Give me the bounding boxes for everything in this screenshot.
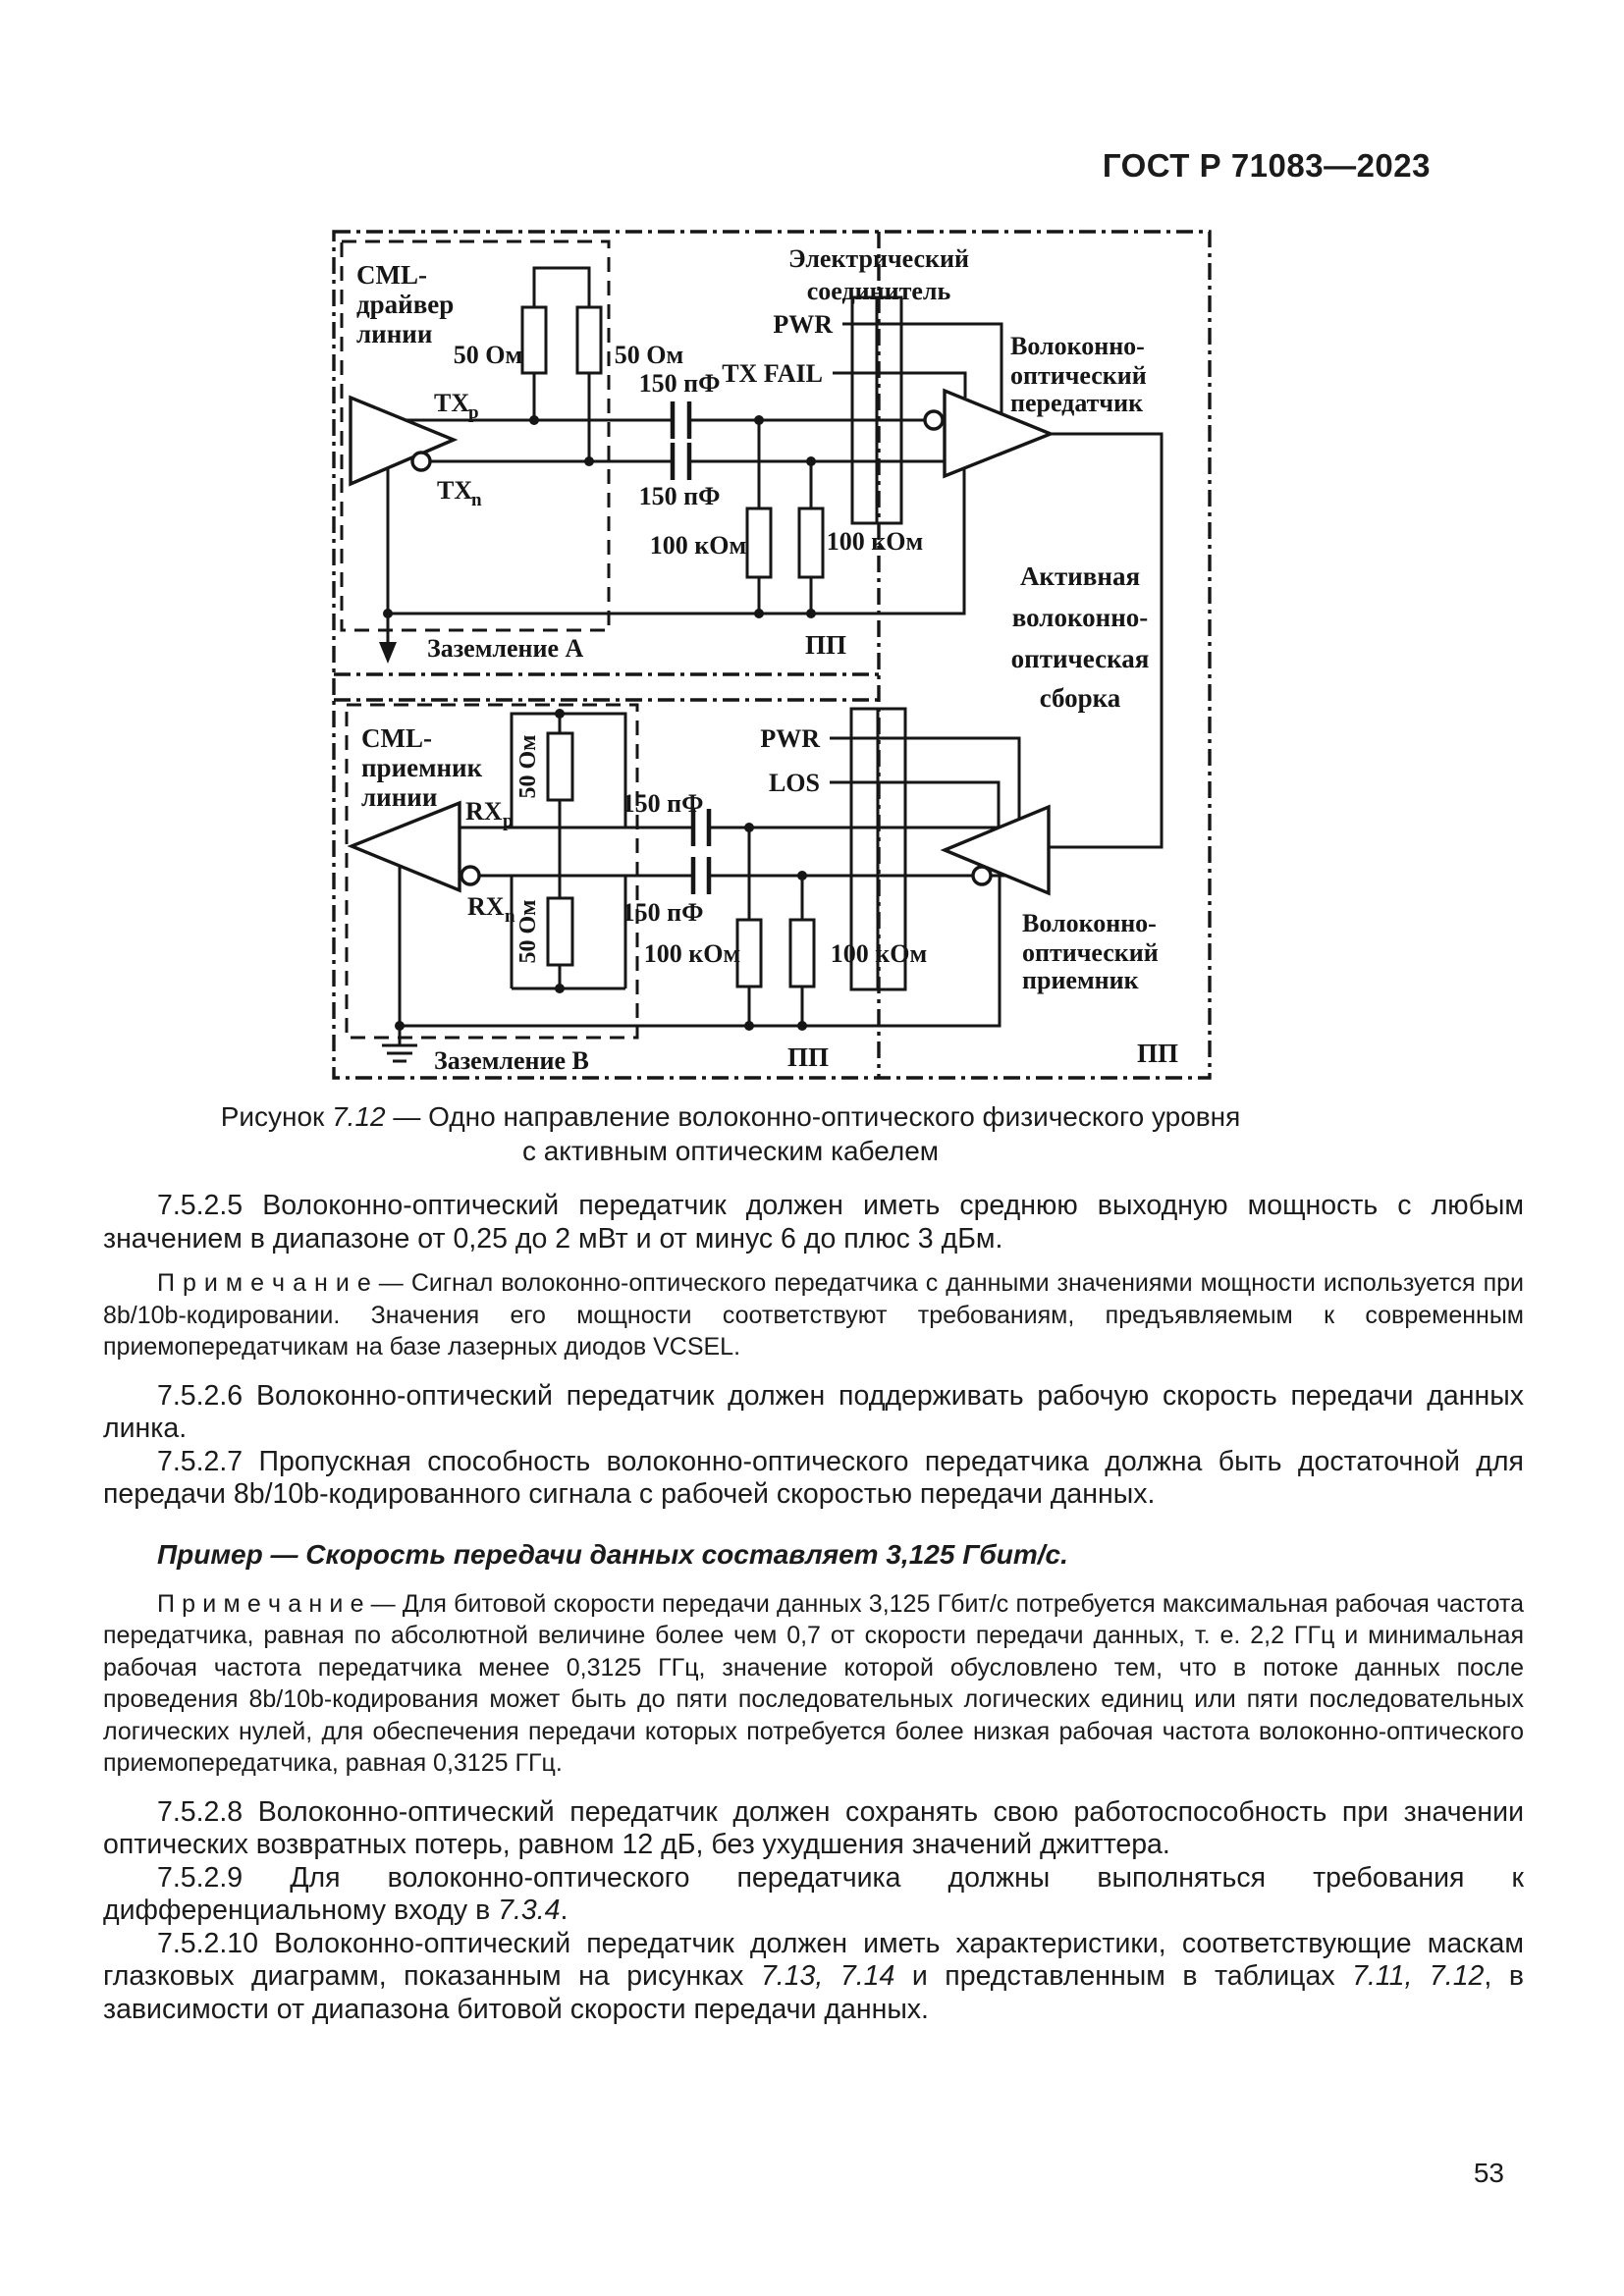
- resistor-bodies: [520, 305, 825, 988]
- rxp-label: RX: [465, 797, 503, 826]
- clause-7-5-2-5: 7.5.2.5 Волоконно-оптический передатчик …: [103, 1190, 1524, 1255]
- cml-driver-label: драйвер: [356, 290, 454, 319]
- pcb-label: ПП: [805, 630, 846, 660]
- active-assembly-label: оптическая: [1011, 644, 1150, 673]
- pwr-signal-label: PWR: [760, 724, 820, 753]
- page-number: 53: [1473, 2158, 1504, 2188]
- pcb-label: ПП: [1137, 1039, 1178, 1068]
- capacitor-plates: [670, 401, 712, 894]
- txn-sub: n: [471, 490, 482, 510]
- cap-150pf-label: 150 пФ: [623, 789, 704, 818]
- rxn-label: RX: [467, 892, 505, 921]
- figure-caption: Рисунок 7.12 — Одно направление волоконн…: [0, 1099, 1461, 1168]
- fo-receiver-label: Волоконно-: [1022, 909, 1157, 937]
- txp-sub: p: [468, 402, 479, 423]
- resistor-100kohm-label: 100 кОм: [650, 531, 746, 560]
- cml-receiver-label: CML-: [361, 723, 432, 753]
- cml-receiver-label: линии: [361, 782, 437, 812]
- cap-150pf-label: 150 пФ: [639, 482, 721, 510]
- cap-150pf-label: 150 пФ: [639, 369, 721, 398]
- document-header: ГОСТ Р 71083—2023: [1102, 147, 1431, 184]
- active-assembly-label: сборка: [1040, 683, 1121, 713]
- fo-transmitter-label: оптический: [1010, 361, 1147, 390]
- ground-a-label: Заземление А: [427, 634, 584, 663]
- cml-driver-label: CML-: [356, 260, 427, 290]
- figure-7-12-schematic: CML- драйвер линии TX p TX n 50 Ом 50 Ом…: [332, 230, 1212, 1080]
- example-clause: Пример — Скорость передачи данных состав…: [157, 1538, 1068, 1570]
- note-1: П р и м е ч а н и е — Сигнал волоконно-о…: [103, 1269, 1524, 1361]
- active-assembly-label: волоконно-: [1012, 603, 1149, 632]
- receive-path-wires: [382, 712, 1021, 1063]
- clause-7-5-2-7: 7.5.2.7 Пропускная способность волоконно…: [103, 1445, 1524, 1511]
- resistor-100kohm-label: 100 кОм: [831, 939, 927, 968]
- txn-label: TX: [437, 476, 472, 505]
- resistor-50ohm-label: 50 Ом: [615, 341, 683, 369]
- rxp-sub: p: [503, 811, 514, 831]
- pcb-label: ПП: [787, 1042, 829, 1072]
- resistor-50ohm-label: 50 Ом: [454, 341, 522, 369]
- clause-7-5-2-9: 7.5.2.9 Для волоконно-оптического переда…: [103, 1861, 1524, 1927]
- resistor-100kohm-label: 100 кОм: [827, 527, 923, 556]
- figure-caption-line2: с активным оптическим кабелем: [521, 1136, 940, 1166]
- fo-receiver-label: приемник: [1022, 966, 1139, 994]
- cml-driver-label: линии: [356, 319, 432, 348]
- tx-fail-signal-label: TX FAIL: [722, 359, 823, 388]
- fo-receiver-label: оптический: [1022, 938, 1159, 967]
- junction-dots: [379, 415, 816, 1031]
- figure-caption-line1: Рисунок 7.12 — Одно направление волоконн…: [220, 1101, 1241, 1132]
- clause-7-5-2-8: 7.5.2.8 Волоконно-оптический передатчик …: [103, 1795, 1524, 1861]
- body-text-column: 7.5.2.5 Волоконно-оптический передатчик …: [103, 1190, 1524, 2026]
- resistor-100kohm-label: 100 кОм: [644, 939, 740, 968]
- cap-150pf-label: 150 пФ: [623, 898, 704, 927]
- active-assembly-label: Активная: [1020, 561, 1140, 591]
- resistor-50ohm-label: 50 Ом: [515, 899, 541, 963]
- driver-and-transceiver-triangles: [347, 388, 1056, 896]
- txp-label: TX: [434, 389, 469, 417]
- ground-arrow-icon: [379, 642, 397, 664]
- electrical-connector-symbols: [849, 295, 907, 991]
- pwr-signal-label: PWR: [773, 310, 833, 339]
- clause-7-5-2-6: 7.5.2.6 Волоконно-оптический передатчик …: [103, 1379, 1524, 1445]
- ground-b-label: Заземление B: [434, 1046, 589, 1075]
- note-2: П р и м е ч а н и е — Для битовой скорос…: [103, 1589, 1524, 1778]
- cml-blocks-dashed-boxes: [340, 240, 639, 1040]
- fo-transmitter-label: Волоконно-: [1010, 332, 1145, 360]
- electrical-connector-label: соединитель: [807, 277, 951, 305]
- los-signal-label: LOS: [769, 769, 820, 797]
- cml-receiver-label: приемник: [361, 753, 483, 782]
- electrical-connector-label: Электрический: [788, 244, 969, 273]
- fo-transmitter-label: передатчик: [1010, 389, 1143, 417]
- resistor-50ohm-label: 50 Ом: [515, 734, 541, 798]
- rxn-sub: n: [505, 906, 515, 927]
- clause-7-5-2-10: 7.5.2.10 Волоконно-оптический передатчик…: [103, 1927, 1524, 2025]
